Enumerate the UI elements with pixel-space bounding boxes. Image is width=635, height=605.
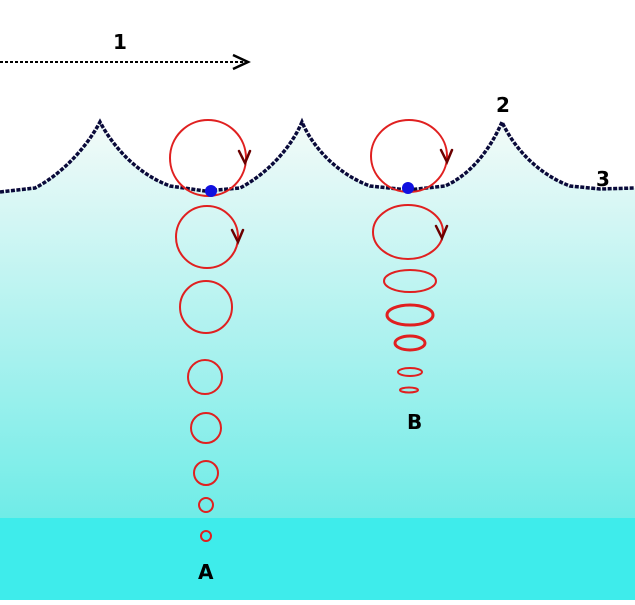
orbit-a-8 [200,530,212,542]
label-shallow: B [407,410,422,434]
wave-surface [0,117,635,194]
water-body [0,122,635,518]
label-direction: 1 [113,30,127,54]
direction-arrow-head [232,53,251,71]
rotation-arrow-a-1 [237,149,252,167]
particle-a [205,185,217,197]
orbit-a-2 [175,205,239,269]
label-still-level: 3 [596,167,610,191]
deep-water-band [0,518,635,600]
orbit-column-b [370,119,448,394]
orbit-b-2 [372,204,444,260]
label-deep: A [198,560,214,584]
orbit-b-4 [385,303,435,327]
rotation-arrow-b-1 [439,148,454,166]
orbit-b-1 [370,119,448,193]
rotation-arrow-b-2 [434,224,449,242]
rotation-arrow-a-2 [230,228,245,246]
orbit-b-3 [383,269,437,293]
rotation-arrows [230,148,454,246]
orbit-a-7 [198,497,214,513]
orbit-a-4 [187,359,223,395]
orbit-b-6 [397,367,423,377]
particle-b [402,182,414,194]
orbit-b-5 [393,334,427,352]
label-crest: 2 [496,93,510,117]
orbit-a-1 [169,119,247,197]
orbit-b-7 [399,386,419,394]
orbit-a-5 [190,412,222,444]
orbit-a-3 [179,280,233,334]
orbit-a-6 [193,460,219,486]
